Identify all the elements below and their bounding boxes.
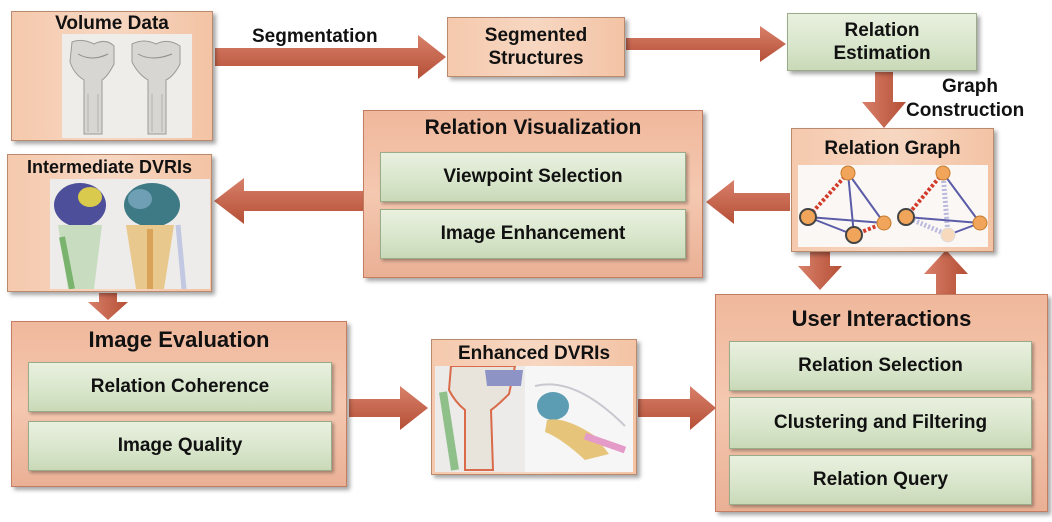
segmented-structures-line1: Segmented [484,25,588,46]
relation-selection-button[interactable]: Relation Selection [729,341,1032,391]
relation-graph-image [798,165,988,247]
segmentation-label: Segmentation [252,26,378,47]
image-enhancement-button[interactable]: Image Enhancement [380,209,686,259]
relation-coherence-label: Relation Coherence [90,376,270,397]
relation-graph-label: Relation Graph [824,138,961,159]
image-evaluation-title: Image Evaluation [88,327,270,352]
arrow-graph-construction [862,72,906,128]
relation-estimation-line1: Relation [844,20,920,41]
arrow-enhanced-to-interactions [638,386,716,430]
segmented-structures-line2: Structures [488,48,584,69]
relation-graph-box: Relation Graph [791,128,994,252]
image-quality-label: Image Quality [117,435,243,456]
user-interactions-title: User Interactions [791,306,972,331]
enhanced-dvris-box: Enhanced DVRIs [431,339,637,475]
relation-query-label: Relation Query [812,469,949,490]
relation-visualization-title: Relation Visualization [424,116,642,139]
arrow-segmentation [215,35,446,79]
viewpoint-selection-button[interactable]: Viewpoint Selection [380,152,686,202]
graph-construction-line1: Graph [942,76,998,97]
relation-estimation-line2: Estimation [833,43,931,64]
arrow-intermediate-to-evaluation [88,293,128,320]
clustering-filtering-button[interactable]: Clustering and Filtering [729,397,1032,449]
arrow-graph-to-visualization [706,180,790,224]
segmented-structures-box: Segmented Structures [447,17,625,77]
arrow-evaluation-to-enhanced [349,386,428,430]
intermediate-dvris-box: Intermediate DVRIs [7,154,212,292]
relation-estimation-box: Relation Estimation [787,13,977,71]
enhanced-dvris-label: Enhanced DVRIs [457,343,611,364]
intermediate-dvris-image [50,179,210,289]
volume-data-box: Volume Data [11,11,213,141]
arrow-to-relation-estimation [626,26,786,62]
clustering-filtering-label: Clustering and Filtering [773,412,988,433]
arrow-visualization-to-intermediate [214,178,364,224]
viewpoint-selection-label: Viewpoint Selection [443,166,623,187]
relation-selection-label: Relation Selection [798,355,963,376]
volume-data-label: Volume Data [55,13,169,34]
relation-coherence-button[interactable]: Relation Coherence [28,362,332,412]
volume-data-image [62,34,192,138]
enhanced-dvris-image [435,366,633,472]
graph-construction-line2: Construction [906,100,1025,121]
arrow-interactions-to-graph [924,250,968,296]
arrow-graph-to-interactions [798,252,842,290]
relation-query-button[interactable]: Relation Query [729,455,1032,505]
image-quality-button[interactable]: Image Quality [28,421,332,471]
intermediate-dvris-label: Intermediate DVRIs [26,157,193,177]
image-enhancement-label: Image Enhancement [440,223,626,244]
